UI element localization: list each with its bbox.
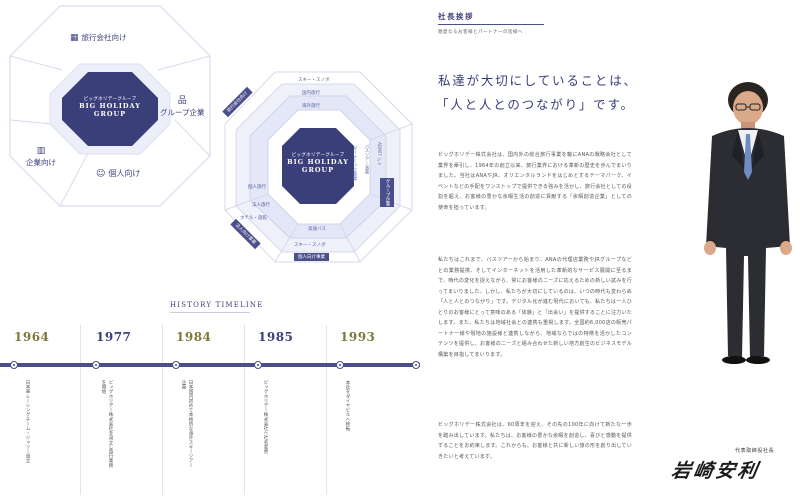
catchphrase-line1: 私達が大切にしていることは、 [438,73,638,88]
core-title-line2: GROUP [93,110,127,119]
timeline-dot [172,361,180,369]
segment-label: 企業向け [26,158,56,167]
message-paragraph-2: 私たちはこれまで、バスツアーから始まり、ANAの代理店業務やJRグループなどとの… [438,257,633,358]
timeline-dot [412,361,420,369]
timeline-year: 1977 [96,330,132,344]
octagon-detail-graphic [224,71,413,263]
timeline-description: 日本車レーシングチーム・ジャリー設立 [25,380,30,463]
bottom-item: 高速バス [308,227,326,232]
timeline-divider [162,325,163,495]
core-small-text: ビッグホリデーグループ [83,97,137,102]
history-title-underline [170,312,250,313]
timeline-year: 1964 [14,330,50,344]
timeline-description: ビッグホリデー株式会社を設立し旅行業務を開始 [101,380,113,468]
timeline-divider [326,325,327,495]
segment-corporate[interactable]: ▥ 企業向け [26,146,56,168]
president-portrait [704,82,792,364]
service-overseas: 海外旅行 [302,104,320,109]
building-icon: ▦ [70,32,79,43]
timeline-divider [80,325,81,495]
section-subtitle: 親愛なるお客様とパートナーの皆様へ [438,30,523,35]
segment-label: 旅行会社向け [81,33,127,42]
timeline-dot [92,361,100,369]
service-domestic: 国内旅行 [302,91,320,96]
left-lower-item: 法人旅行 [252,203,270,208]
timeline-description: 本社をダイヤビルへ移転 [345,380,350,431]
timeline-dot [254,361,262,369]
right-vertical-item: ダイナミック事業 [352,146,357,181]
timeline-entry: 1984 [176,330,211,480]
core-small-text: ビッグホリデーグループ [291,153,345,158]
timeline-entry: 1993 [340,330,375,480]
section-title-rule [438,24,544,25]
timeline-dot [336,361,344,369]
history-title: HISTORY TIMELINE [170,301,264,309]
segment-group-company[interactable]: 品 グループ企業 [160,93,205,118]
section-title: 社長挨拶 [438,12,474,21]
timeline-entry: 1985 [258,330,293,480]
president-title: 代表取締役社長 [735,448,775,454]
right-vertical-item: バスツアー事業 [364,144,369,175]
segment-travel-agency[interactable]: ▦ 旅行会社向け [70,32,127,43]
message-paragraph-3: ビッグホリデー株式会社は、60周年を迎え、その先の100年に向けて新たな一歩を踏… [438,422,632,460]
bottom-item: スキー・スノボ [294,243,326,248]
timeline-entry: 1964 [14,330,49,480]
tag-group-company: グループ企業 [380,178,394,207]
timeline-description: ビッグホリデー株式会社へ社名変更 [263,380,268,454]
segment-individual[interactable]: ☺ 個人向け [96,168,140,179]
service-ski: スキー・スノボ [298,78,330,83]
org-chart-icon: 品 [177,96,187,106]
core-title-line1: BIG HOLIDAY [287,158,349,166]
timeline-year: 1985 [258,330,294,344]
right-vertical-item: ADMIT ジャ [376,142,381,166]
segment-label: グループ企業 [160,108,205,117]
octagon-diagram-graphic [9,5,211,207]
message-paragraph-1: ビッグホリデー株式会社は、国内外の総合旅行事業を軸にANAの戦略会社として業界を… [438,152,632,211]
office-icon: ▥ [36,146,46,156]
left-lower-item: ホテル・旅館 [240,216,267,221]
core-title-line2: GROUP [301,166,335,175]
core-label-right: ビッグホリデーグループ BIG HOLIDAY GROUP [284,152,352,175]
core-label-left: ビッグホリデーグループ BIG HOLIDAY GROUP [68,96,152,119]
group-business-diagram: ビッグホリデーグループ BIG HOLIDAY GROUP ▦ 旅行会社向け 品… [0,0,220,210]
timeline-year: 1984 [176,330,212,344]
person-icon: ☺ [96,168,106,179]
business-detail-diagram: ビッグホリデーグループ BIG HOLIDAY GROUP スキー・スノボ 国内… [220,60,420,270]
timeline-description: 日本国内初めて本格的な海外スキーツアー企画 [181,380,193,468]
timeline-divider [244,325,245,495]
left-lower-item: 個人旅行 [248,185,266,190]
core-title-line1: BIG HOLIDAY [79,102,141,110]
timeline-dot [10,361,18,369]
tag-individual: 個人向け事業 [294,253,329,261]
timeline-year: 1993 [340,330,376,344]
catchphrase-line2: 「人と人とのつながり」です。 [436,97,635,112]
timeline-bar [0,363,420,367]
segment-label: 個人向け [108,169,141,178]
president-signature: 岩崎安利 [669,460,762,482]
timeline-entry: 1977 [96,330,131,480]
